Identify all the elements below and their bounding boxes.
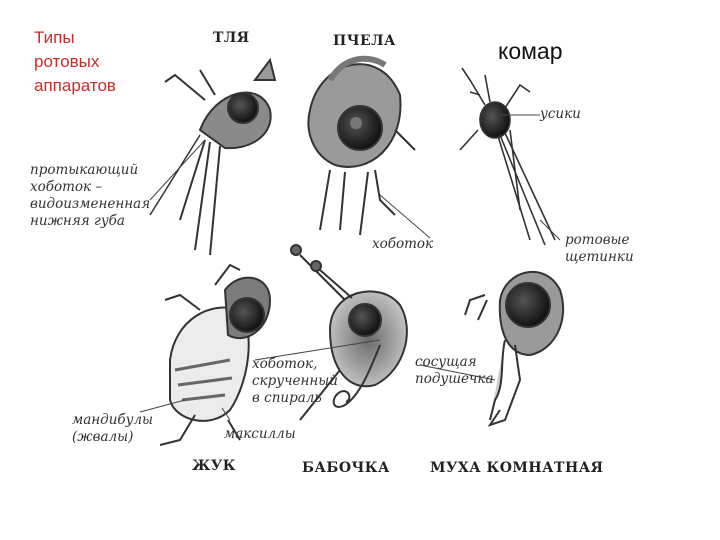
title-line: аппаратов [34, 76, 116, 95]
slide-title: Типы ротовых аппаратов [34, 26, 116, 98]
caption-aphid: ТЛЯ [213, 30, 250, 46]
mosquito-drawing [459, 67, 556, 246]
label-beetle-mandibles: мандибулы (жвалы) [72, 412, 154, 445]
beetle-drawing [159, 263, 272, 446]
label-butterfly-proboscis: хоботок, скрученный в спираль [252, 356, 338, 406]
label-aphid-proboscis: протыкающий хоботок – видоизмененная ниж… [30, 162, 151, 229]
label-beetle-maxillae: максиллы [224, 426, 296, 442]
title-line: Типы [34, 28, 75, 47]
caption-beetle: ЖУК [192, 458, 236, 474]
aphid-drawing [149, 57, 277, 256]
label-mosquito-bristles: ротовые щетинки [565, 232, 634, 265]
label-bee-proboscis: хоботок [372, 236, 434, 252]
label-mosquito-antennae: усики [540, 106, 581, 122]
bee-drawing [307, 55, 416, 236]
title-line: ротовых [34, 52, 100, 71]
caption-bee: ПЧЕЛА [333, 33, 396, 49]
housefly-drawing [464, 271, 565, 427]
caption-housefly: МУХА КОМНАТНАЯ [430, 460, 604, 476]
leader-lines [139, 114, 561, 421]
caption-butterfly: БАБОЧКА [302, 460, 390, 476]
butterfly-drawing [290, 244, 408, 421]
label-fly-pad: сосущая подушечка [415, 354, 494, 387]
mosquito-heading: комар [498, 38, 563, 64]
